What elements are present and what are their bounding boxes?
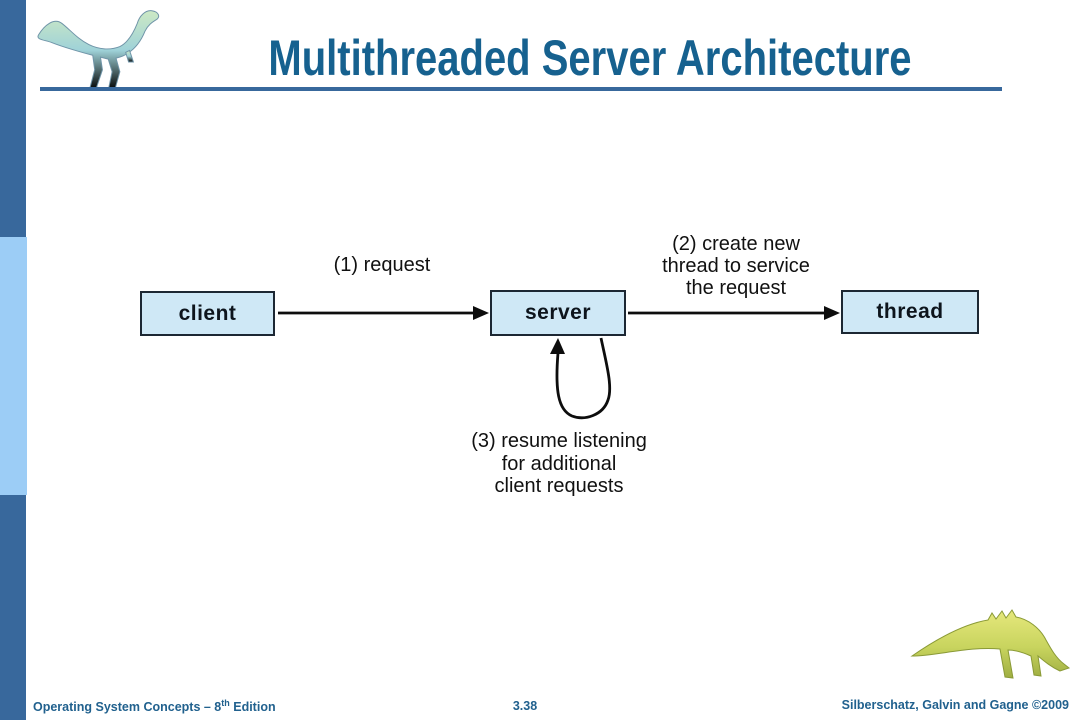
annotation-create-thread-line1: (2) create new: [672, 233, 800, 255]
client-box: client: [140, 291, 275, 336]
annotation-resume-listening: (3) resume listening for additional clie…: [437, 430, 681, 498]
footer-authors: Silberschatz, Galvin and Gagne ©2009: [841, 698, 1069, 712]
page-title-text: Multithreaded Server Architecture: [268, 30, 912, 86]
sidebar-bar-bottom: [0, 495, 26, 720]
annotation-resume-line3: client requests: [494, 475, 624, 497]
create-thread-arrow-head-icon: [824, 306, 840, 320]
client-box-label: client: [178, 301, 237, 325]
title-underline: [40, 87, 1002, 91]
footer-book-prefix: Operating System Concepts – 8: [33, 700, 222, 715]
request-arrow-head-icon: [473, 306, 489, 320]
annotation-create-thread-line2: thread to service: [662, 255, 810, 277]
annotation-create-thread-line3: the request: [685, 277, 787, 299]
footer-book-title: Operating System Concepts – 8th Edition: [33, 698, 276, 714]
annotation-resume-line1: (3) resume listening: [471, 430, 647, 452]
annotation-resume-line2: for additional: [501, 452, 617, 475]
dinosaur-logo-top: [28, 2, 173, 99]
footer-edition-suffix: Edition: [229, 700, 276, 715]
annotation-request: (1) request: [302, 254, 462, 276]
annotation-request-line: (1) request: [333, 254, 431, 276]
page-title: Multithreaded Server Architecture: [110, 30, 1070, 88]
dinosaur-bottom-icon: [910, 609, 1071, 679]
sidebar-bar-top: [0, 0, 26, 237]
thread-box-label: thread: [876, 300, 944, 323]
annotation-create-thread: (2) create new thread to service the req…: [626, 233, 846, 299]
resume-loop-arrow-head-icon: [550, 338, 565, 354]
resume-loop-arrow-line: [555, 337, 612, 420]
footer-edition-sup: th: [221, 698, 230, 708]
server-box-label: server: [524, 301, 592, 324]
server-box: server: [490, 290, 626, 336]
footer-page-number: 3.38: [512, 699, 538, 713]
sidebar-bar-middle: [0, 237, 27, 495]
dinosaur-top-icon: [37, 10, 160, 91]
dinosaur-logo-bottom: [908, 606, 1073, 706]
thread-box: thread: [841, 290, 979, 334]
